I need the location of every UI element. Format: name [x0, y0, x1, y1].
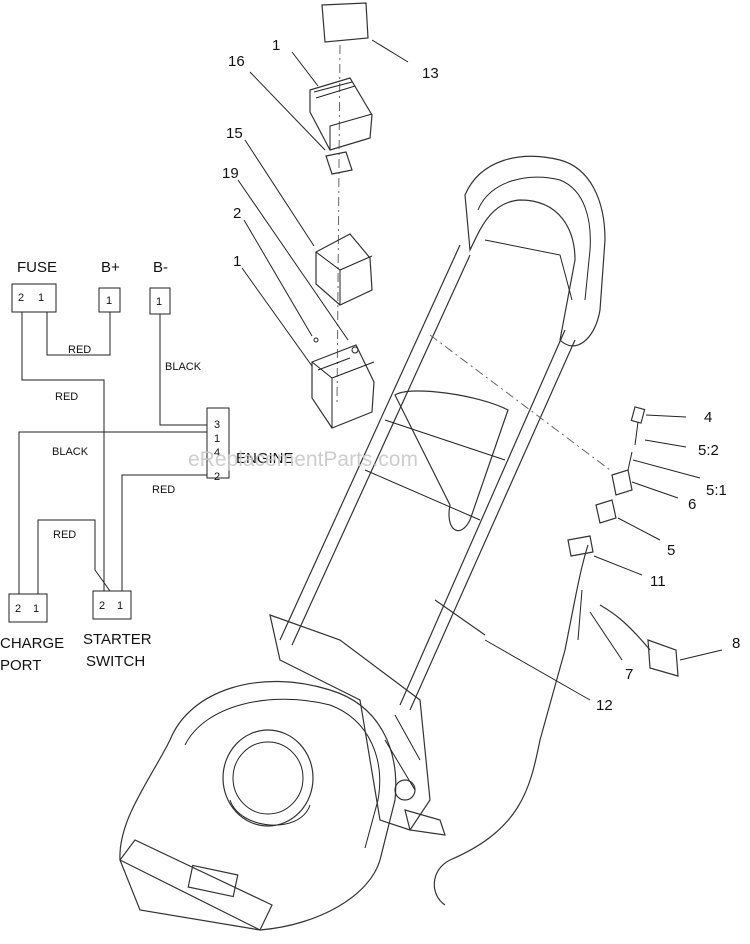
wire-label-black-1: BLACK: [165, 361, 202, 373]
callout-15: 15: [226, 125, 243, 142]
starter-switch-label-1: STARTER: [83, 631, 152, 648]
wire-label-red-2: RED: [55, 391, 78, 403]
part-11-decal: [567, 535, 594, 557]
mower-deck: [119, 614, 446, 931]
charge-pin-2: 2: [15, 603, 21, 615]
engine-label: ENGINE: [236, 450, 294, 467]
wire-engine-starter: [121, 474, 207, 591]
deck-label: [187, 864, 239, 898]
callout-4: 4: [704, 409, 712, 426]
fuse-label: FUSE: [17, 259, 57, 276]
fuse-pin-2: 2: [18, 292, 24, 304]
battery-assembly: [309, 2, 375, 429]
engine-pin-4: 4: [214, 447, 220, 459]
watermark: eReplacementParts.com: [188, 448, 418, 471]
callout-1-top: 1: [272, 37, 280, 54]
engine-pin-2: 2: [214, 471, 220, 483]
fuse-pin-1: 1: [38, 292, 44, 304]
callout-8: 8: [732, 635, 740, 652]
wire-label-red-4: RED: [53, 529, 76, 541]
cable-assembly: [433, 406, 679, 906]
callout-12: 12: [596, 697, 613, 714]
callout-5-1: 5:1: [706, 482, 727, 499]
callout-5-2: 5:2: [698, 442, 719, 459]
charge-port-label-2: PORT: [0, 657, 41, 674]
part-16-fuse: [325, 151, 353, 175]
part-15-battery: [315, 233, 373, 306]
starter-pin-1: 1: [117, 600, 123, 612]
callout-2: 2: [233, 205, 241, 222]
part-13-decal: [321, 2, 369, 43]
wire-label-red-1: RED: [68, 344, 91, 356]
wiring-schematic: 2 1 FUSE 1 B+ 1 B- 3 1 4 2 ENGINE 2 1 CH…: [0, 259, 294, 674]
wire-label-black-2: BLACK: [52, 446, 89, 458]
part-1-battery-tray: [311, 344, 375, 429]
part-12-rod: [434, 599, 486, 636]
part-5-switch: [595, 499, 617, 524]
callout-1-tray: 1: [233, 253, 241, 270]
part-1-battery-cover: [309, 77, 373, 151]
callout-leaders: [237, 39, 723, 701]
part-6-key: [611, 469, 633, 496]
starter-switch-label-2: SWITCH: [86, 653, 145, 670]
wire-fuse-bplus: [46, 312, 111, 356]
wire-fuse-starter: [21, 312, 105, 591]
motor-cover: [222, 729, 314, 827]
callout-7: 7: [625, 666, 633, 683]
callout-5: 5: [667, 542, 675, 559]
engine-pin-3: 3: [214, 419, 220, 431]
wire-engine-charge: [18, 431, 207, 594]
part-4-cap: [630, 406, 646, 424]
fuse-connector: [11, 283, 57, 313]
wire-charge-starter: [37, 519, 111, 594]
bminus-pin-1: 1: [156, 296, 162, 308]
bplus-label: B+: [101, 259, 120, 276]
engine-pin-1: 1: [214, 433, 220, 445]
charge-pin-1: 1: [33, 603, 39, 615]
callout-16: 16: [228, 53, 245, 70]
callout-19: 19: [222, 165, 239, 182]
engine-connector: [206, 407, 230, 479]
callout-numbers: 13 1 16 15 19 2 1 4 5:2 5:1 6 5 11 8 7 1…: [222, 37, 740, 714]
wires: [18, 312, 207, 594]
bminus-label: B-: [153, 259, 168, 276]
starter-pin-2: 2: [99, 600, 105, 612]
bplus-pin-1: 1: [106, 295, 112, 307]
mower-handle: [279, 155, 611, 711]
wire-bminus-engine: [159, 314, 207, 426]
callout-11: 11: [650, 573, 666, 590]
part-8-charge-port: [647, 639, 679, 677]
wire-label-red-3: RED: [152, 484, 175, 496]
starter-switch-connector: [92, 590, 132, 620]
callout-6: 6: [688, 496, 696, 513]
charge-port-connector: [8, 593, 48, 623]
callout-13: 13: [422, 65, 439, 82]
charge-port-label-1: CHARGE: [0, 635, 64, 652]
